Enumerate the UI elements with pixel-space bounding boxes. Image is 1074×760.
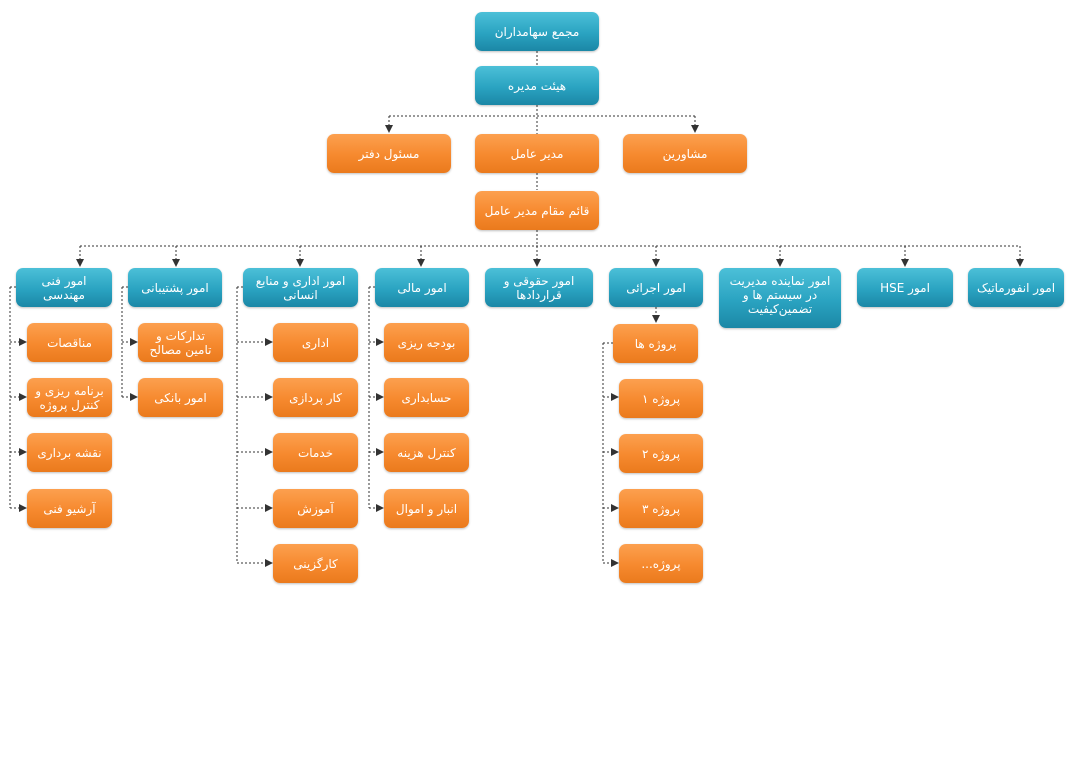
node-dept-support: امور پشتیبانی — [128, 268, 222, 307]
node-admin-office: اداری — [273, 323, 358, 362]
node-dept-eng: امور فنی مهندسی — [16, 268, 112, 307]
node-exec-project-3: پروژه ۳ — [619, 489, 703, 528]
node-advisors: مشاورین — [623, 134, 747, 173]
node-finance-warehouse: انبار و اموال — [384, 489, 469, 528]
node-admin-training: آموزش — [273, 489, 358, 528]
node-deputy-ceo: قائم مقام مدیر عامل — [475, 191, 599, 230]
node-dept-exec: امور اجرائی — [609, 268, 703, 307]
node-eng-archive: آرشیو فنی — [27, 489, 112, 528]
node-exec-project-more: پروژه... — [619, 544, 703, 583]
node-dept-it: امور انفورماتیک — [968, 268, 1064, 307]
node-dept-admin: امور اداری و منابع انسانی — [243, 268, 358, 307]
node-finance-budget: بودجه ریزی — [384, 323, 469, 362]
node-office-manager: مسئول دفتر — [327, 134, 451, 173]
node-finance-cost-control: کنترل هزینه — [384, 433, 469, 472]
node-dept-finance: امور مالی — [375, 268, 469, 307]
node-admin-personnel: کارگزینی — [273, 544, 358, 583]
node-admin-procurement: کار پردازی — [273, 378, 358, 417]
node-eng-tenders: مناقصات — [27, 323, 112, 362]
node-shareholders: مجمع سهامداران — [475, 12, 599, 51]
node-ceo: مدیر عامل — [475, 134, 599, 173]
node-dept-hse: امور HSE — [857, 268, 953, 307]
node-admin-services: خدمات — [273, 433, 358, 472]
node-eng-surveying: نقشه برداری — [27, 433, 112, 472]
node-support-banking: امور بانکی — [138, 378, 223, 417]
node-dept-quality: امور نماینده مدیریت در سیستم ها و تضمین‌… — [719, 268, 841, 328]
node-exec-projects: پروژه ها — [613, 324, 698, 363]
node-exec-project-2: پروژه ۲ — [619, 434, 703, 473]
node-finance-accounting: حسابداری — [384, 378, 469, 417]
node-support-supply: تدارکات و تامین مصالح — [138, 323, 223, 362]
node-board: هیئت مدیره — [475, 66, 599, 105]
node-dept-legal: امور حقوقی و قراردادها — [485, 268, 593, 307]
node-exec-project-1: پروژه ۱ — [619, 379, 703, 418]
node-eng-planning: برنامه ریزی و کنترل پروژه — [27, 378, 112, 417]
